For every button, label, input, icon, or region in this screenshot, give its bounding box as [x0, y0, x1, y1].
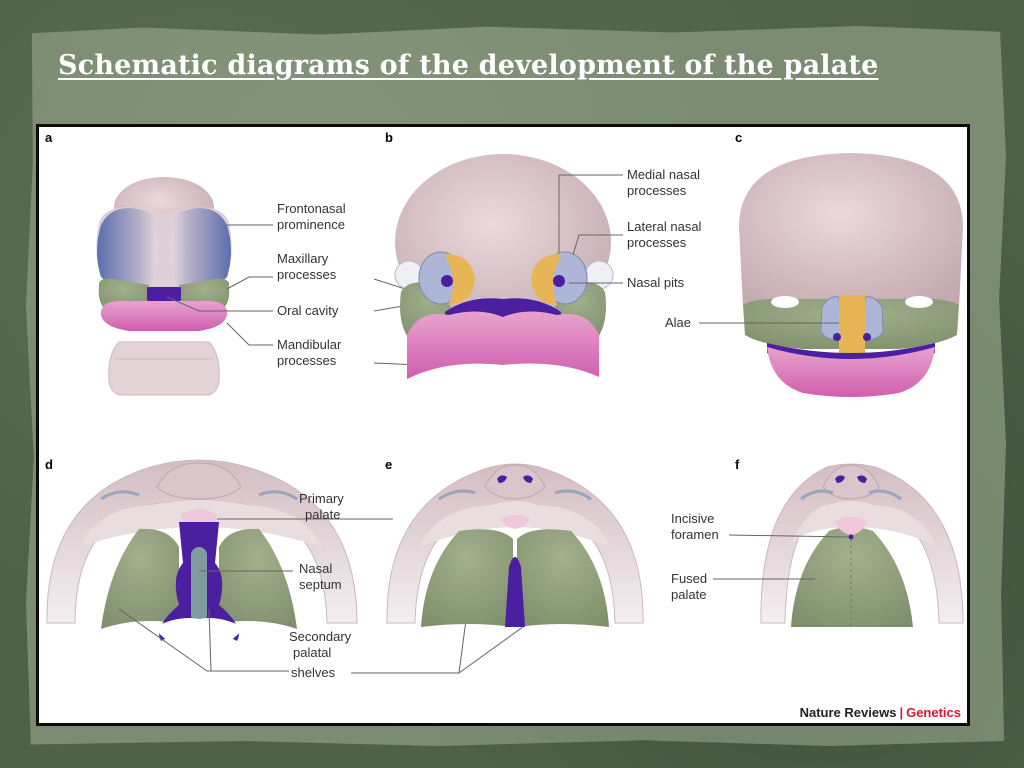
panel-c: c [735, 130, 963, 397]
panel-d: d [45, 457, 358, 647]
incisive-foramen-f [848, 534, 854, 540]
label-frontonasal: Frontonasal [277, 201, 346, 216]
svg-text:shelves: shelves [291, 665, 336, 680]
label-maxillary: Maxillary [277, 251, 329, 266]
panel-letter-a: a [45, 130, 53, 145]
label-medial-nasal: Medial nasal [627, 167, 700, 182]
head-c [739, 153, 963, 307]
mandibular-a [100, 300, 228, 331]
panel-e: e [385, 457, 644, 627]
panel-a: a [45, 130, 232, 396]
panel-letter-e: e [385, 457, 392, 472]
panel-a-labels: Frontonasal prominence Maxillary process… [166, 201, 420, 368]
pharyngeal-arch [108, 341, 220, 396]
palatal-shelf-right-e [517, 529, 609, 627]
label-lateral-nasal: Lateral nasal [627, 219, 702, 234]
panel-f-labels: Incisive foramen Fused palate [671, 511, 850, 602]
fused-palate-f [791, 527, 913, 627]
primary-palate-e [501, 515, 529, 529]
panel-c-labels: Alae [665, 315, 839, 330]
panel-d-labels: Primary palate Nasal septum Secondary pa… [118, 491, 546, 680]
svg-text:palate: palate [671, 587, 706, 602]
palatal-shelf-left-e [421, 529, 513, 627]
svg-text:prominence: prominence [277, 217, 345, 232]
figure-frame: a Frontonasal prominence Maxillary [36, 124, 970, 726]
palatal-shelf-right-d [219, 528, 297, 629]
credit-journal: Genetics [906, 705, 961, 720]
label-alae: Alae [665, 315, 691, 330]
label-nasal-septum: Nasal [299, 561, 332, 576]
panel-b-labels: Medial nasal processes Lateral nasal pro… [558, 167, 702, 290]
primary-palate-f [835, 517, 867, 535]
panel-f: f [735, 457, 964, 627]
medial-nasal-right [531, 253, 562, 305]
svg-text:processes: processes [627, 183, 687, 198]
label-primary-palate: Primary [299, 491, 344, 506]
svg-text:septum: septum [299, 577, 342, 592]
frontonasal-right [170, 208, 231, 290]
svg-text:palatal: palatal [293, 645, 331, 660]
frontonasal-left [97, 208, 158, 290]
panel-b: b [385, 130, 614, 379]
panel-letter-c: c [735, 130, 742, 145]
label-oral-cavity: Oral cavity [277, 303, 339, 318]
label-nasal-pits: Nasal pits [627, 275, 685, 290]
svg-text:processes: processes [277, 267, 337, 282]
svg-text:foramen: foramen [671, 527, 719, 542]
figure-credit: Nature Reviews|Genetics [800, 705, 961, 720]
oral-cavity-a [147, 287, 181, 301]
palate-diagram: a Frontonasal prominence Maxillary [45, 130, 964, 680]
label-incisive-foramen: Incisive [671, 511, 714, 526]
label-mandibular: Mandibular [277, 337, 342, 352]
nasal-pit-right [553, 275, 565, 287]
panel-letter-d: d [45, 457, 53, 472]
svg-text:processes: processes [627, 235, 687, 250]
panel-letter-b: b [385, 130, 393, 145]
medial-nasal-left [444, 253, 475, 305]
credit-separator: | [899, 705, 904, 720]
nasal-septum-d [191, 547, 207, 623]
panel-letter-f: f [735, 457, 740, 472]
label-secondary-palatal-shelves: Secondary [289, 629, 352, 644]
palatal-shelf-left-d [101, 528, 179, 629]
credit-publisher: Nature Reviews [799, 705, 897, 720]
medial-nasal-c [839, 295, 865, 357]
slide-title: Schematic diagrams of the development of… [58, 50, 879, 81]
mandibular-c [767, 347, 935, 397]
mandibular-b [407, 311, 599, 379]
label-fused-palate: Fused [671, 571, 707, 586]
nasal-cavity-e [505, 557, 525, 627]
svg-text:processes: processes [277, 353, 337, 368]
svg-text:palate: palate [305, 507, 340, 522]
nasal-pit-left [441, 275, 453, 287]
